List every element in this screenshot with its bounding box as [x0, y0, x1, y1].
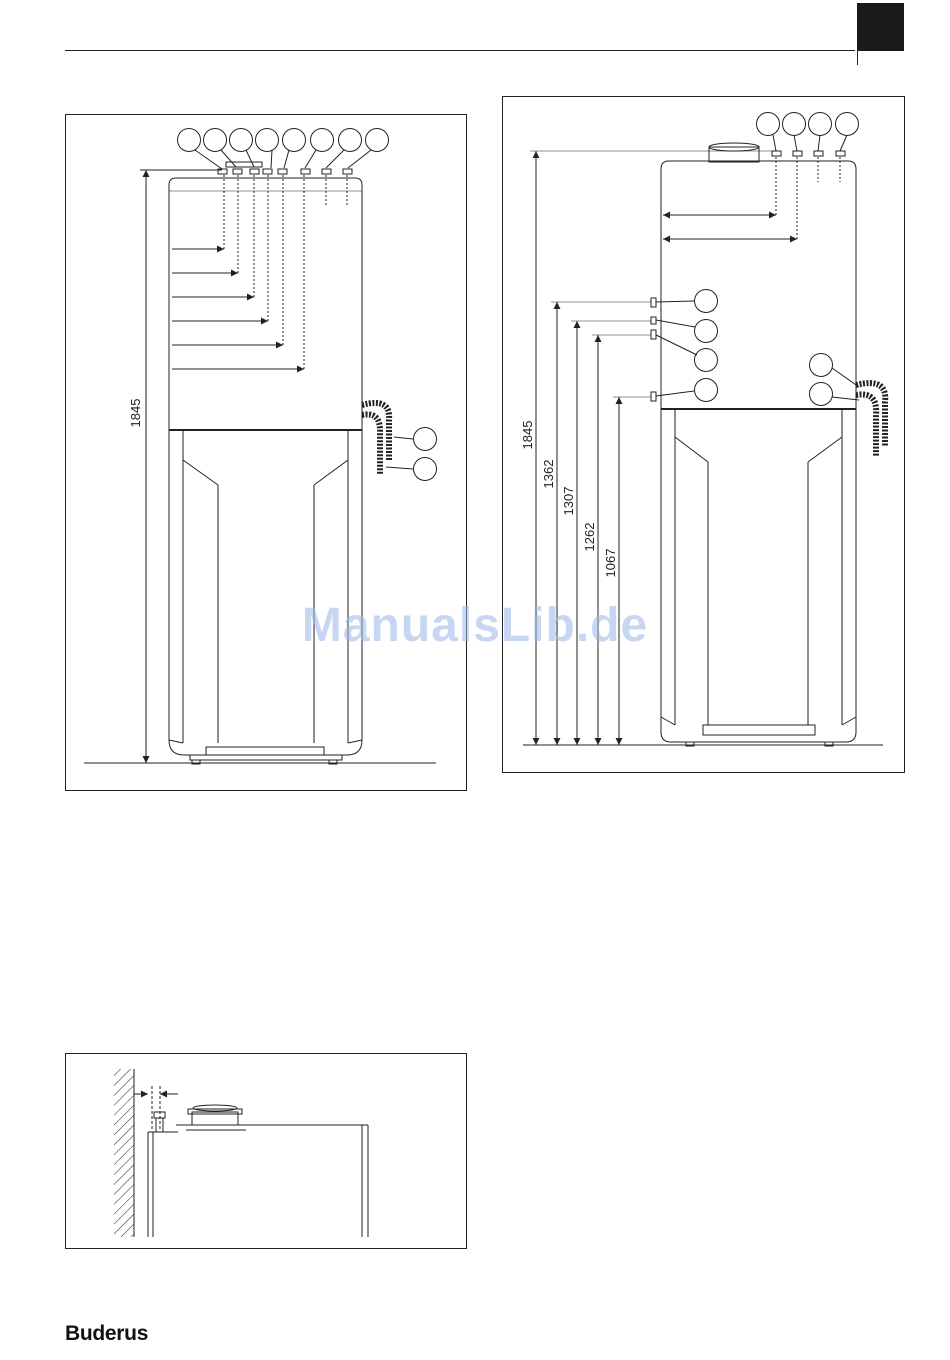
header-rule: [65, 50, 855, 51]
dimension-label-1262: 1262: [582, 523, 597, 552]
header-tick: [857, 51, 858, 65]
dimension-label-1845: 1845: [128, 399, 143, 428]
callout-circles-top: [757, 113, 859, 136]
side-view-diagram: 1845 1362 1307 1262 1067: [502, 96, 905, 773]
wall-clearance-diagram: [65, 1053, 467, 1249]
watermark: ManualsLib.de: [0, 598, 950, 653]
dimension-label-1067: 1067: [603, 549, 618, 578]
front-view-diagram: 1845: [65, 114, 467, 791]
dimension-label-1307: 1307: [561, 487, 576, 516]
dimension-label-1362: 1362: [541, 460, 556, 489]
wall-clearance-drawing: [66, 1054, 466, 1248]
front-view-drawing: 1845: [66, 115, 466, 790]
dimension-label-1845: 1845: [520, 421, 535, 450]
chapter-tab: [857, 3, 904, 51]
brand-logo: Buderus: [65, 1322, 148, 1346]
callout-circles-top: [178, 129, 389, 152]
side-view-drawing: 1845 1362 1307 1262 1067: [503, 97, 904, 772]
